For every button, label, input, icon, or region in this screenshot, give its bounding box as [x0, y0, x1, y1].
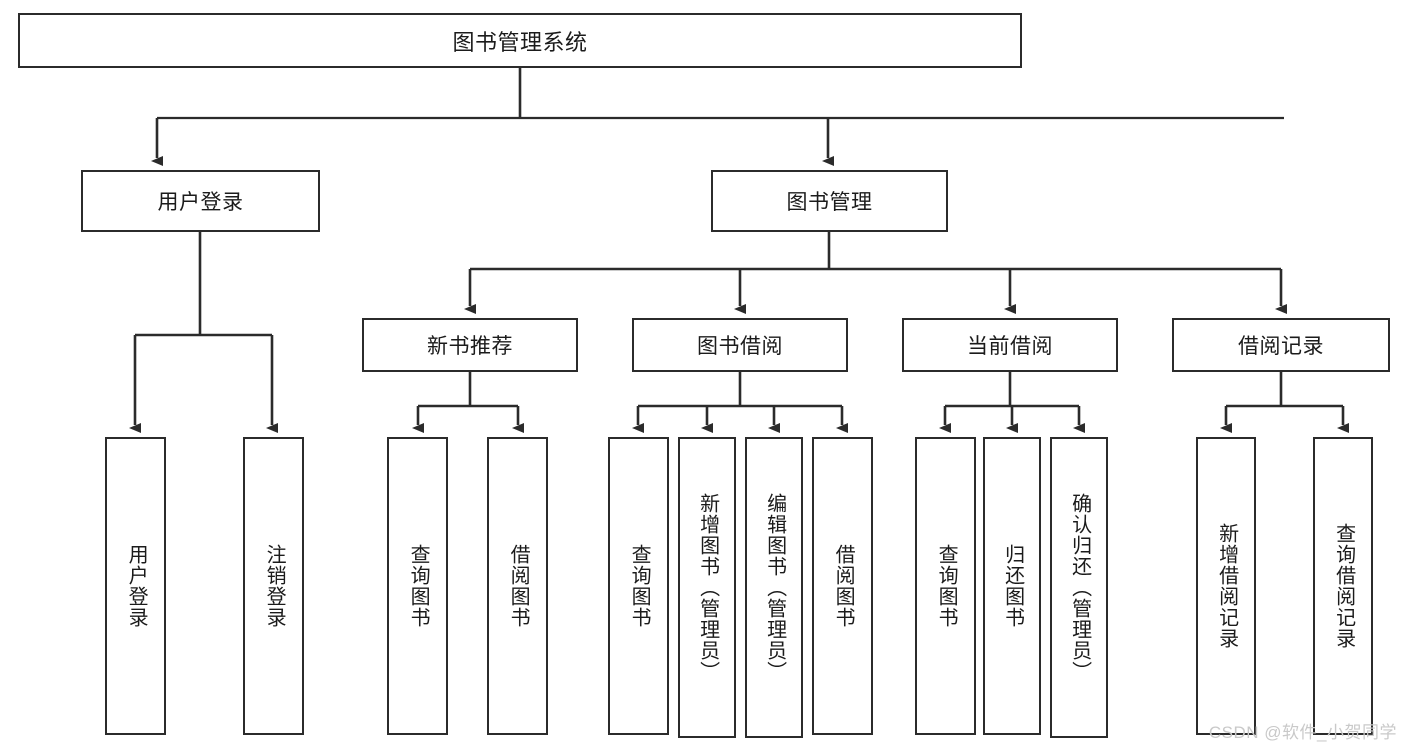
node-leaf-query-book-borrow[interactable]: 查询图书 — [608, 437, 669, 735]
node-leaf-query-borrow-record[interactable]: 查询借阅记录 — [1313, 437, 1373, 735]
node-level2-book-borrow[interactable]: 图书借阅 — [632, 318, 848, 372]
node-leaf-add-borrow-record[interactable]: 新增借阅记录 — [1196, 437, 1256, 735]
node-leaf-logout-login[interactable]: 注销登录 — [243, 437, 304, 735]
node-leaf-confirm-return-admin[interactable]: 确认归还（管理员） — [1050, 437, 1108, 738]
node-leaf-edit-book-admin[interactable]: 编辑图书（管理员） — [745, 437, 803, 738]
node-level2-current-borrow[interactable]: 当前借阅 — [902, 318, 1118, 372]
node-level2-borrow-record[interactable]: 借阅记录 — [1172, 318, 1390, 372]
node-level1-book-management[interactable]: 图书管理 — [711, 170, 948, 232]
node-leaf-borrow-book[interactable]: 借阅图书 — [812, 437, 873, 735]
node-leaf-query-book-recommend[interactable]: 查询图书 — [387, 437, 448, 735]
node-leaf-return-book[interactable]: 归还图书 — [983, 437, 1041, 735]
node-leaf-user-login[interactable]: 用户登录 — [105, 437, 166, 735]
node-level1-user-login[interactable]: 用户登录 — [81, 170, 320, 232]
node-level2-new-book-recommend[interactable]: 新书推荐 — [362, 318, 578, 372]
node-root-system[interactable]: 图书管理系统 — [18, 13, 1022, 68]
node-leaf-query-book-current[interactable]: 查询图书 — [915, 437, 976, 735]
node-leaf-borrow-book-recommend[interactable]: 借阅图书 — [487, 437, 548, 735]
node-leaf-add-book-admin[interactable]: 新增图书（管理员） — [678, 437, 736, 738]
